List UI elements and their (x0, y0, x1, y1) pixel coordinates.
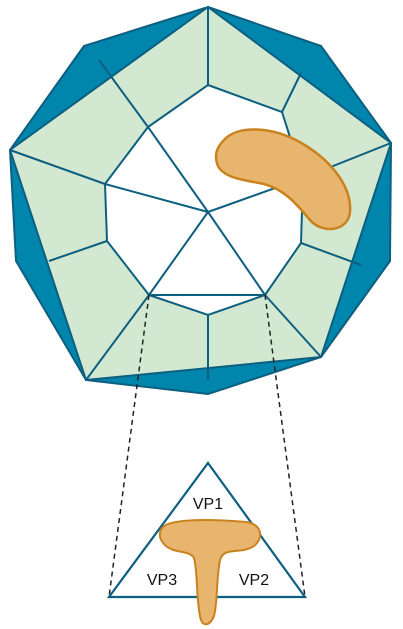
vp1-label: VP1 (193, 496, 223, 513)
vp3-label: VP3 (147, 572, 177, 589)
vp2-label: VP2 (239, 572, 269, 589)
